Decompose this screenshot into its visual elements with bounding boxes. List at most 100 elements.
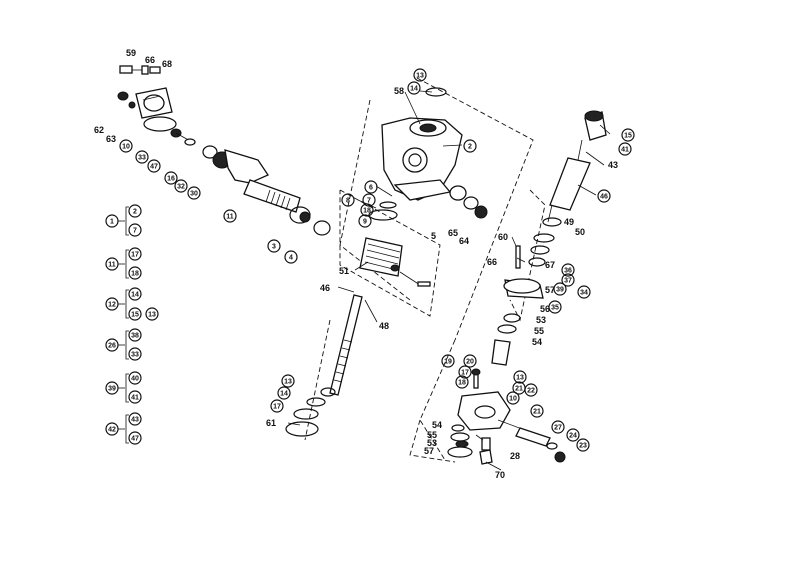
svg-text:21: 21 (533, 409, 541, 416)
circled-callout-39: 39 (553, 282, 567, 296)
svg-text:33: 33 (138, 155, 146, 162)
legend-item: 14 (131, 292, 139, 299)
end-cover-20 (457, 391, 511, 431)
circled-callout-33: 33 (135, 150, 149, 164)
callout-50: 50 (575, 227, 585, 237)
pin-60 (515, 245, 521, 269)
valve-housing-boundary (416, 77, 534, 341)
legend-row-1: 1 2 7 (105, 204, 142, 237)
circled-callout-19: 19 (441, 354, 455, 368)
svg-text:18: 18 (458, 380, 466, 387)
oring-13-14 (425, 87, 447, 97)
ring-37 (528, 257, 546, 267)
svg-text:27: 27 (554, 425, 562, 432)
svg-text:19: 19 (444, 359, 452, 366)
bolt-59 (119, 65, 133, 74)
legend-key: 39 (108, 386, 116, 393)
circled-callout-35: 35 (548, 300, 562, 314)
gasket-10 (143, 116, 177, 132)
legend-item: 43 (131, 417, 139, 424)
spring-rod-41 (577, 139, 583, 161)
nut-62 (117, 91, 129, 101)
worm-thread (333, 339, 353, 383)
washer-63 (128, 101, 136, 109)
callout-53-lower: 53 (427, 438, 437, 448)
svg-text:24: 24 (569, 433, 577, 440)
callout-43: 43 (608, 160, 618, 170)
circled-callout-13a: 13 (413, 68, 427, 82)
rod-27 (515, 427, 551, 447)
circled-callout-46-right: 46 (597, 189, 611, 203)
svg-text:14: 14 (280, 391, 288, 398)
sector-boundary (339, 99, 411, 301)
nut-64 (474, 205, 488, 219)
legend-item: 41 (131, 395, 139, 402)
legend-key: 12 (108, 302, 116, 309)
svg-text:34: 34 (580, 290, 588, 297)
sector-gear-11 (224, 149, 269, 184)
callout-61: 61 (266, 418, 276, 428)
callout-63: 63 (106, 134, 116, 144)
callout-28: 28 (510, 451, 520, 461)
circled-callout-27: 27 (551, 420, 565, 434)
bushing-28 (481, 437, 491, 451)
legend-row-4: 26 38 33 (105, 328, 142, 361)
svg-text:10: 10 (509, 396, 517, 403)
svg-text:46: 46 (600, 194, 608, 201)
legend-row-2: 11 17 18 (105, 247, 142, 280)
gear-housing-group (368, 87, 488, 221)
plug-70 (479, 449, 493, 465)
circled-callout-17b: 17 (458, 365, 472, 379)
circled-callout-13c: 13 (513, 370, 527, 384)
legend-item: 17 (131, 252, 139, 259)
callout-57: 57 (545, 285, 555, 295)
circled-callout-21b: 21 (530, 404, 544, 418)
circled-callout-22: 22 (524, 383, 538, 397)
ring-54-lower (451, 424, 465, 432)
svg-text:23: 23 (579, 443, 587, 450)
circled-callout-17a: 17 (270, 399, 284, 413)
svg-text:32: 32 (177, 184, 185, 191)
circled-callout-7: 7 (362, 193, 376, 207)
shaft-splines (265, 189, 291, 211)
svg-text:22: 22 (527, 388, 535, 395)
legend-row-3: 12 14 15 13 (105, 287, 159, 321)
callout-5: 5 (431, 231, 436, 241)
legend-row-5: 39 40 41 (105, 371, 142, 404)
circled-callout-32: 32 (174, 179, 188, 193)
svg-text:11: 11 (226, 214, 234, 221)
callout-58: 58 (394, 86, 404, 96)
cover-boss (143, 94, 165, 112)
valve-body-43 (549, 157, 591, 211)
callout-46: 46 (320, 283, 330, 293)
callout-55: 55 (534, 326, 544, 336)
seal-61 (285, 421, 319, 437)
seal-4 (313, 220, 331, 236)
svg-text:13: 13 (284, 379, 292, 386)
circled-callout-20: 20 (463, 354, 477, 368)
callout-67: 67 (545, 260, 555, 270)
circled-callout-30: 30 (187, 186, 201, 200)
circled-callout-13b: 13 (281, 374, 295, 388)
callout-59: 59 (126, 48, 136, 58)
ring-67 (533, 233, 555, 243)
housing-side-bore (402, 147, 428, 173)
svg-text:41: 41 (621, 147, 629, 154)
callout-66-right: 66 (487, 257, 497, 267)
washer-47 (184, 138, 196, 146)
svg-text:15: 15 (624, 133, 632, 140)
circled-callout-6: 6 (364, 180, 378, 194)
clamp-screw (417, 281, 431, 287)
callout-56: 56 (540, 304, 550, 314)
washer-24 (546, 442, 558, 450)
legend-row-6: 42 43 47 (105, 412, 142, 445)
legend-item: 18 (131, 271, 139, 278)
legend-key: 1 (110, 219, 114, 226)
callout-55-lower: 55 (427, 430, 437, 440)
circled-callout-9: 9 (358, 214, 372, 228)
worm-shaft-boundary (304, 319, 331, 441)
clip-68 (149, 66, 161, 74)
svg-text:20: 20 (466, 359, 474, 366)
circled-callout-47: 47 (147, 159, 161, 173)
